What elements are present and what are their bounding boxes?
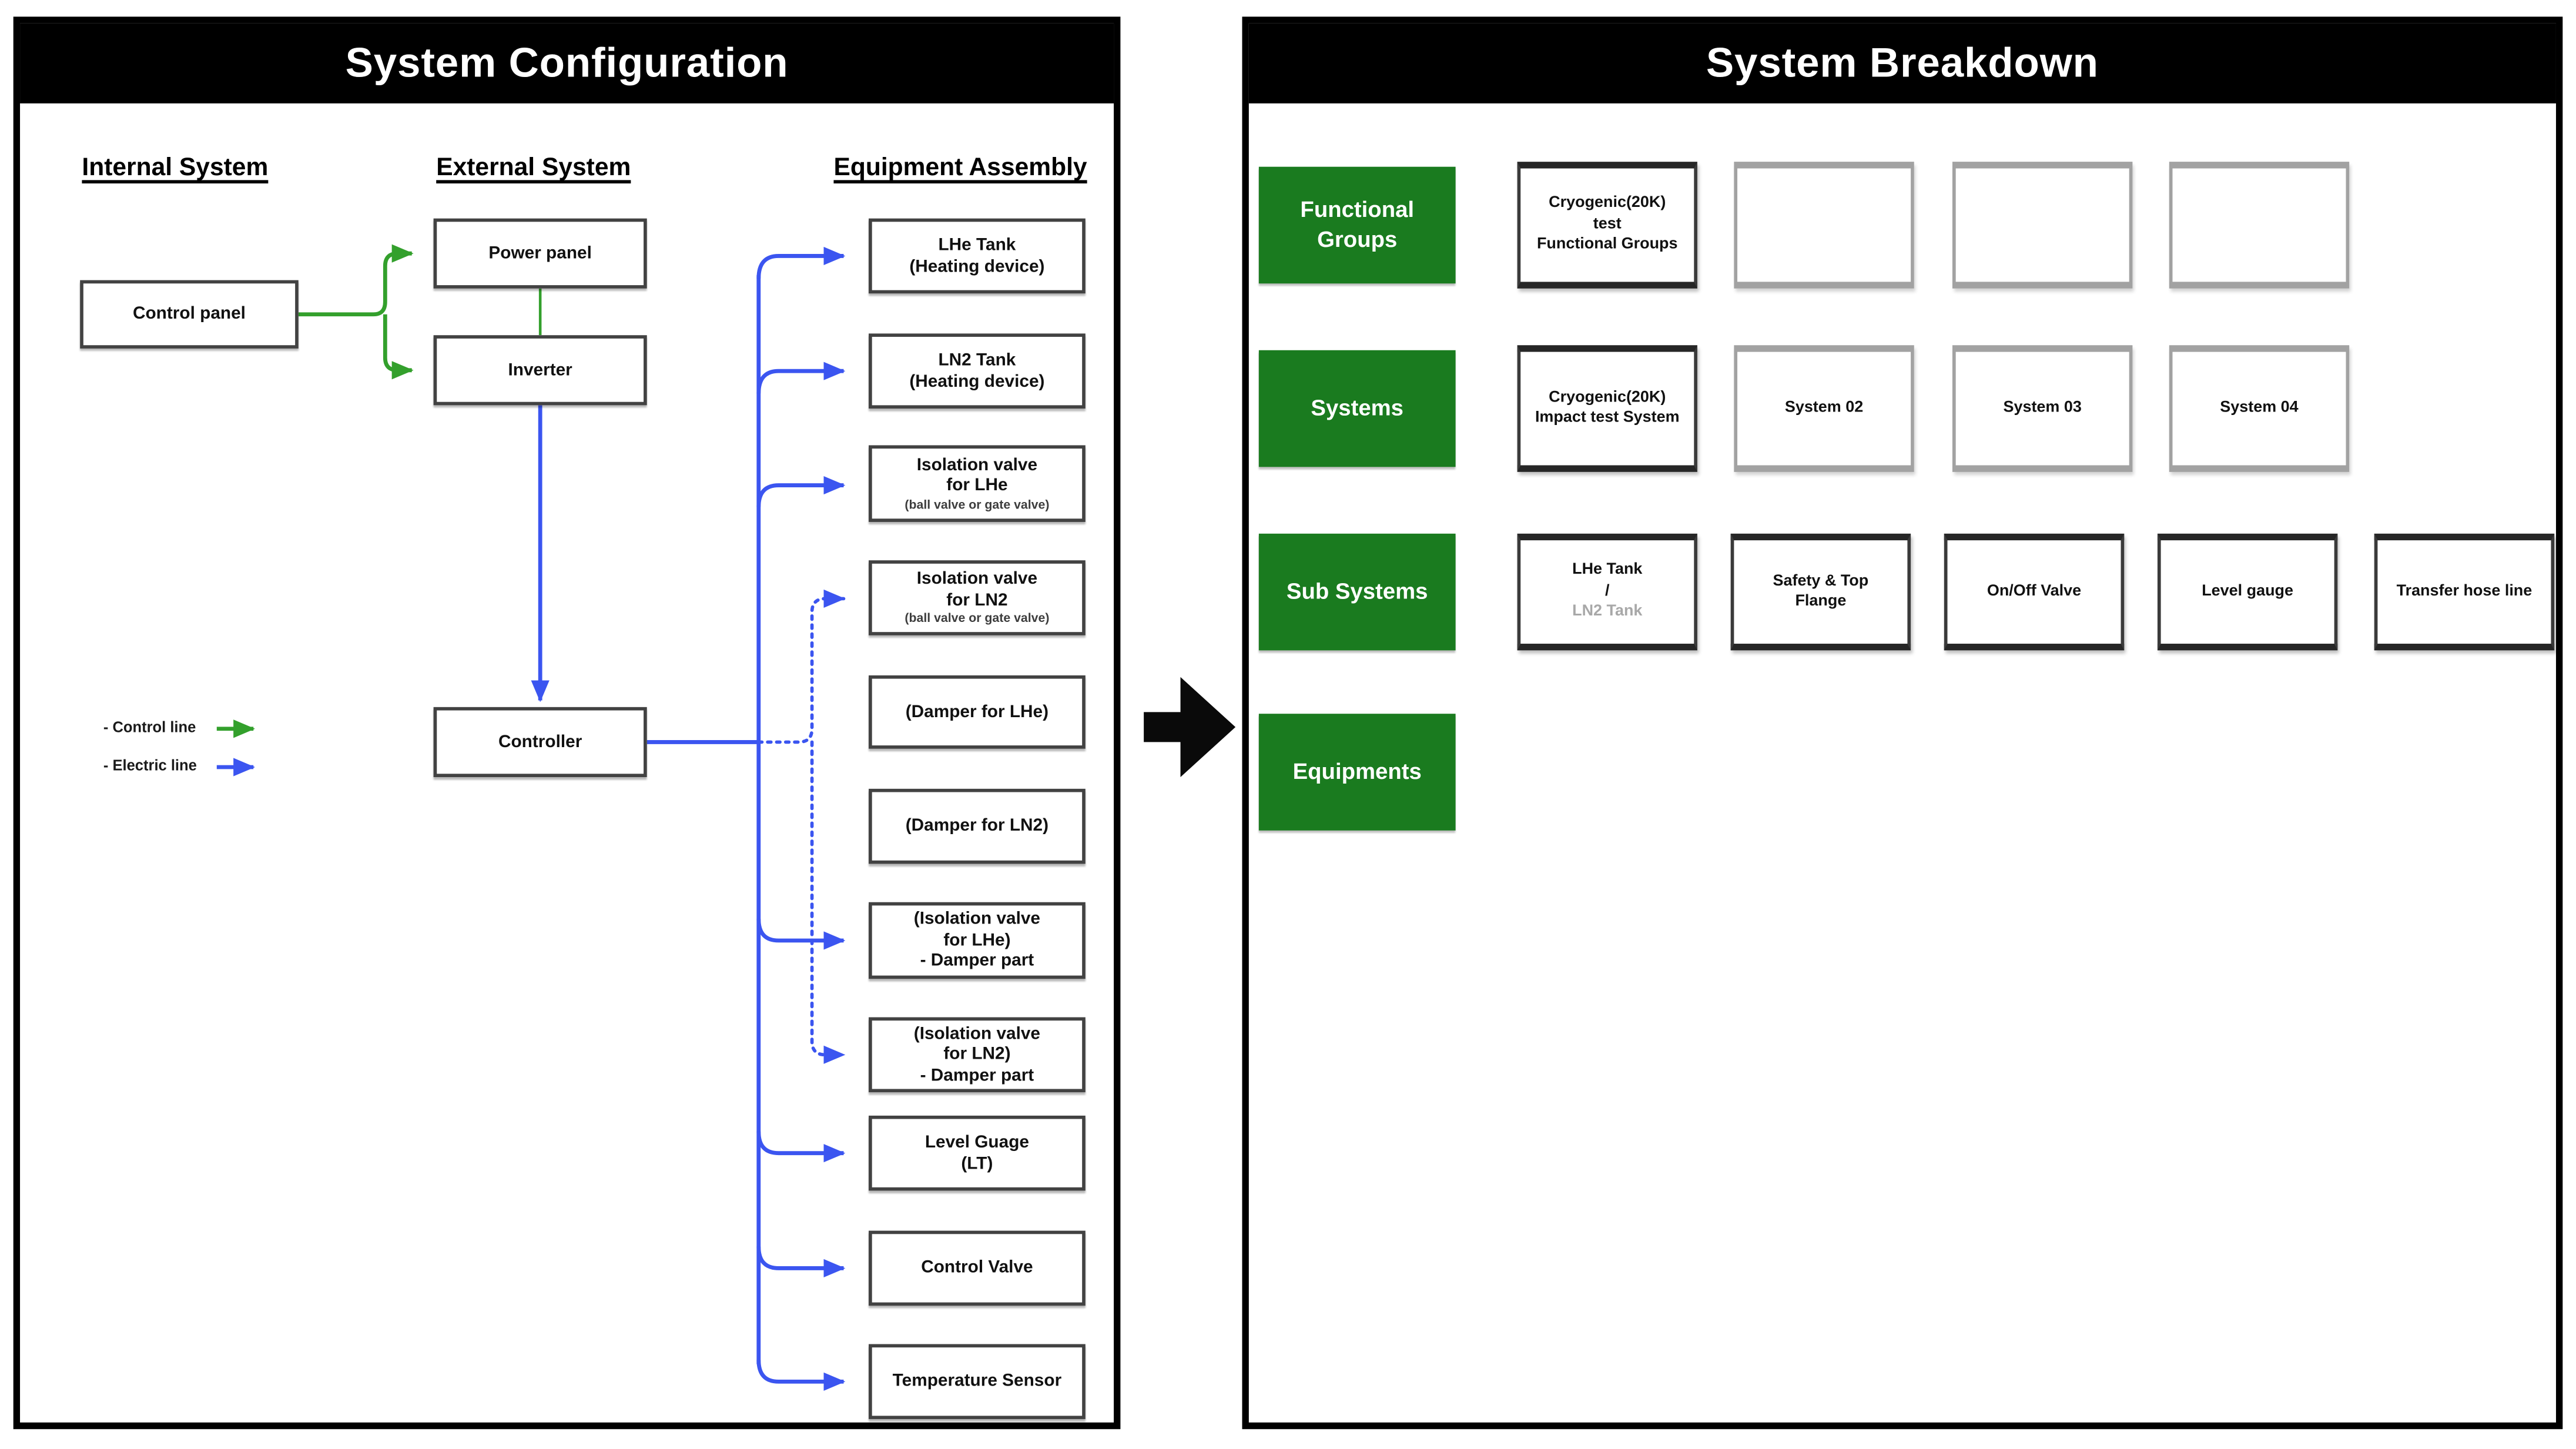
row-header-sub-systems: Sub Systems bbox=[1258, 533, 1456, 651]
system-box-cryogenic-impact-test: Cryogenic(20K) Impact test System bbox=[1517, 345, 1697, 472]
electric-branch-temperature-sensor bbox=[756, 1360, 846, 1391]
node-inverter: Inverter bbox=[433, 335, 647, 406]
electric-branch-control-valve bbox=[756, 1246, 846, 1278]
electric-branch-isolation-lhe-damper bbox=[756, 919, 846, 950]
box-label: Safety & Top bbox=[1773, 571, 1869, 590]
row-header-systems: Systems bbox=[1258, 350, 1456, 467]
box-label: System 04 bbox=[2220, 398, 2299, 417]
equipment-label: Level Guage bbox=[924, 1132, 1029, 1153]
node-label: Inverter bbox=[508, 359, 572, 380]
equipment-damper-lhe: (Damper for LHe) bbox=[869, 675, 1086, 749]
node-label: Control panel bbox=[132, 303, 246, 324]
electric-branch-lhe-tank bbox=[756, 246, 846, 279]
box-label: Flange bbox=[1795, 592, 1847, 611]
equipment-lhe-tank: LHe Tank (Heating device) bbox=[869, 218, 1086, 294]
legend-electric-line-label: - Electric line bbox=[103, 757, 197, 774]
box-label: Transfer hose line bbox=[2396, 581, 2533, 600]
equipment-label: for LN2 bbox=[946, 590, 1008, 610]
equipment-label: Control Valve bbox=[921, 1257, 1033, 1278]
control-line-to-inverter bbox=[383, 314, 414, 380]
equipment-label: Temperature Sensor bbox=[892, 1371, 1062, 1391]
electric-branch-ln2-tank bbox=[756, 362, 846, 394]
equipment-control-valve: Control Valve bbox=[869, 1230, 1086, 1306]
box-label-gray: LN2 Tank bbox=[1572, 602, 1643, 621]
functional-group-box-cryogenic: Cryogenic(20K) test Functional Groups bbox=[1517, 162, 1697, 289]
equipment-label: LN2 Tank bbox=[938, 350, 1016, 370]
system-breakdown-title: System Breakdown bbox=[1248, 23, 2556, 103]
equipment-label: (Heating device) bbox=[909, 256, 1045, 276]
functional-group-box-empty-3 bbox=[1952, 162, 2133, 289]
electric-branch-level-guage bbox=[756, 1131, 846, 1163]
node-label: Controller bbox=[498, 731, 582, 752]
node-label: Power panel bbox=[488, 243, 592, 263]
equipment-label: for LN2) bbox=[943, 1044, 1011, 1065]
box-label: Functional Groups bbox=[1536, 235, 1678, 254]
box-label: Cryogenic(20K) bbox=[1549, 388, 1666, 407]
equipment-label: (Isolation valve bbox=[913, 1023, 1041, 1043]
dotted-branch-isolation-ln2 bbox=[756, 589, 846, 744]
equipment-isolation-valve-ln2: Isolation valve for LN2 (ball valve or g… bbox=[869, 560, 1086, 635]
system-box-04: System 04 bbox=[2169, 345, 2350, 472]
equipment-label: for LHe) bbox=[943, 930, 1011, 951]
system-box-03: System 03 bbox=[1952, 345, 2133, 472]
node-controller: Controller bbox=[433, 707, 647, 777]
electric-branch-isolation-lhe bbox=[756, 476, 846, 507]
equipment-isolation-valve-lhe-damper-part: (Isolation valve for LHe) - Damper part bbox=[869, 902, 1086, 979]
functional-group-box-empty-2 bbox=[1734, 162, 1914, 289]
equipment-label: (Damper for LN2) bbox=[905, 815, 1049, 836]
control-line-to-power-panel bbox=[298, 244, 414, 317]
subsystem-box-onoff-valve: On/Off Valve bbox=[1944, 533, 2125, 651]
node-power-panel: Power panel bbox=[433, 218, 647, 289]
subsystem-box-safety-top-flange: Safety & Top Flange bbox=[1730, 533, 1911, 651]
equipment-label: (Heating device) bbox=[909, 371, 1045, 391]
row-header-equipments: Equipments bbox=[1258, 714, 1456, 831]
box-label: LHe Tank bbox=[1572, 561, 1643, 580]
box-label: test bbox=[1593, 215, 1622, 233]
dotted-branch-isolation-ln2-damper bbox=[810, 740, 846, 1064]
box-label: / bbox=[1605, 581, 1610, 600]
box-label: System 03 bbox=[2003, 398, 2082, 417]
row-header-functional-groups: Functional Groups bbox=[1258, 166, 1456, 284]
subsystem-box-lhe-ln2-tank: LHe Tank / LN2 Tank bbox=[1517, 533, 1697, 651]
subsystem-box-level-gauge: Level gauge bbox=[2157, 533, 2338, 651]
box-label: On/Off Valve bbox=[1987, 581, 2082, 600]
system-box-02: System 02 bbox=[1734, 345, 1914, 472]
equipment-isolation-valve-lhe: Isolation valve for LHe (ball valve or g… bbox=[869, 445, 1086, 522]
box-label: Cryogenic(20K) bbox=[1549, 194, 1666, 213]
equipment-label: Isolation valve bbox=[916, 454, 1038, 475]
subsystem-box-transfer-hose-line: Transfer hose line bbox=[2374, 533, 2555, 651]
panel-transition-arrow-icon bbox=[1144, 677, 1236, 777]
box-label: System 02 bbox=[1784, 398, 1864, 417]
equipment-level-guage: Level Guage (LT) bbox=[869, 1115, 1086, 1191]
equipment-note: (ball valve or gate valve) bbox=[905, 496, 1050, 512]
column-header-internal-system: Internal System bbox=[82, 153, 269, 182]
equipment-label: (LT) bbox=[961, 1153, 993, 1173]
equipment-label: Isolation valve bbox=[916, 568, 1038, 589]
equipment-label: (Damper for LHe) bbox=[905, 701, 1049, 722]
system-configuration-title: System Configuration bbox=[20, 23, 1114, 103]
equipment-damper-ln2: (Damper for LN2) bbox=[869, 788, 1086, 864]
box-label: Impact test System bbox=[1535, 409, 1680, 427]
equipment-label: - Damper part bbox=[920, 1065, 1034, 1086]
equipment-label: (Isolation valve bbox=[913, 909, 1041, 929]
equipment-label: - Damper part bbox=[920, 951, 1034, 971]
column-header-external-system: External System bbox=[436, 153, 631, 182]
equipment-label: for LHe bbox=[946, 476, 1008, 496]
column-header-equipment-assembly: Equipment Assembly bbox=[833, 153, 1087, 182]
node-control-panel: Control panel bbox=[80, 280, 299, 349]
equipment-note: (ball valve or gate valve) bbox=[905, 611, 1050, 626]
functional-group-box-empty-4 bbox=[2169, 162, 2350, 289]
equipment-temperature-sensor: Temperature Sensor bbox=[869, 1344, 1086, 1420]
equipment-isolation-valve-ln2-damper-part: (Isolation valve for LN2) - Damper part bbox=[869, 1017, 1086, 1093]
legend-control-line-label: - Control line bbox=[103, 718, 196, 736]
equipment-ln2-tank: LN2 Tank (Heating device) bbox=[869, 333, 1086, 409]
box-label: Level gauge bbox=[2202, 581, 2294, 600]
equipment-label: LHe Tank bbox=[938, 235, 1016, 255]
